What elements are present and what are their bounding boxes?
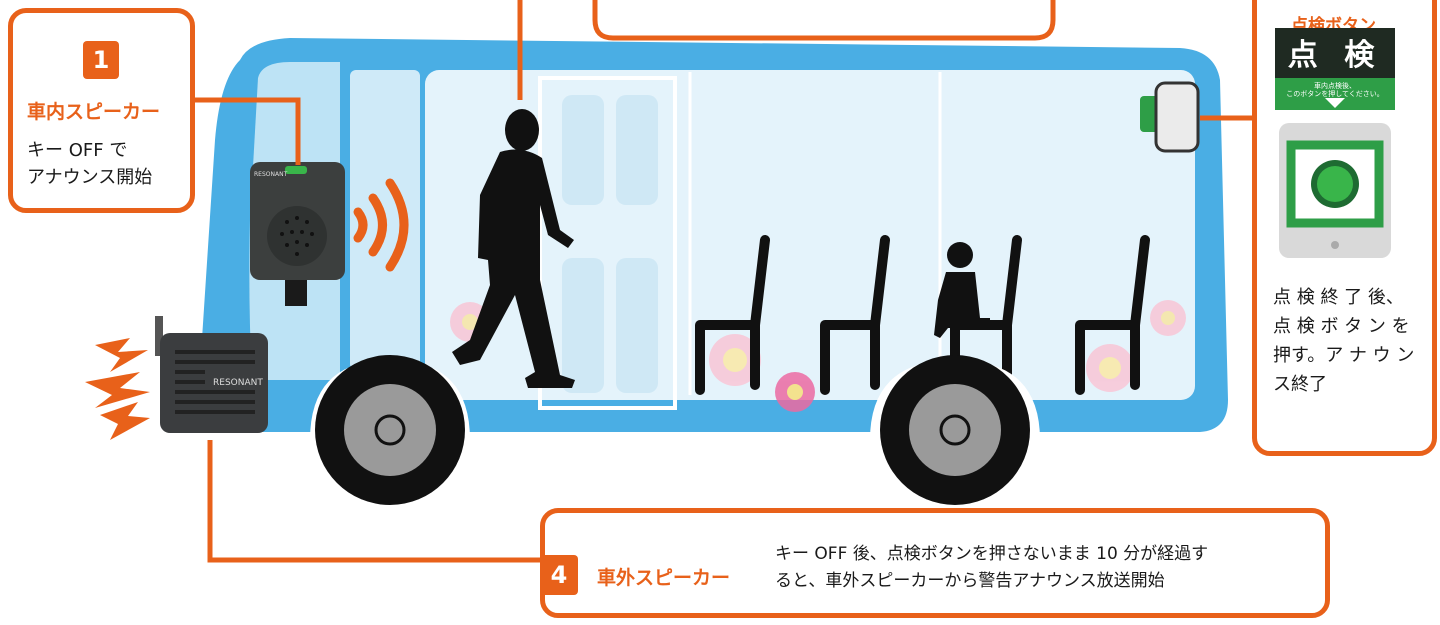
callout-interior-speaker: 1 車内スピーカー キー OFF で アナウンス開始	[8, 8, 195, 213]
inspection-button-device	[1279, 123, 1391, 258]
callout-1-text: キー OFF で アナウンス開始	[27, 140, 153, 188]
callout-button-text: 点 検 終 了 後、 点 検 ボ タ ン を 押す。ア ナ ウ ン ス終了	[1273, 287, 1415, 395]
front-wheel	[315, 355, 465, 505]
child-silhouette-icon	[934, 242, 990, 338]
callout-inspection-button: 点検ボタン 点 検 車内点検後、 このボタンを押してください。 点 検 終 了 …	[1252, 0, 1437, 456]
callout-exterior-speaker: 4 車外スピーカー キー OFF 後、点検ボタンを押さないまま 10 分が経過す…	[540, 508, 1330, 618]
callout-4-text: キー OFF 後、点検ボタンを押さないまま 10 分が経過す ると、車外スピーカ…	[775, 544, 1209, 591]
bus-inspection-button	[1140, 81, 1200, 153]
button-panel-label: 点 検	[1275, 28, 1395, 78]
callout-1-number: 1	[83, 41, 119, 79]
rear-wheel	[880, 355, 1030, 505]
walking-person-icon	[452, 109, 575, 388]
top-callout-box	[592, 0, 1056, 41]
alert-bolts-icon	[85, 338, 150, 440]
exterior-speaker-brand: RESONANT	[213, 378, 263, 388]
callout-1-title: 車内スピーカー	[27, 101, 161, 123]
arrow-down-icon	[1325, 98, 1345, 108]
callout-4-title: 車外スピーカー	[597, 567, 731, 589]
interior-speaker-device	[250, 162, 345, 306]
exterior-speaker-device	[155, 316, 268, 433]
button-panel-instruction: 車内点検後、 このボタンを押してください。	[1275, 78, 1395, 110]
interior-speaker-brand: RESONANT	[254, 171, 288, 178]
callout-4-number: 4	[540, 555, 578, 595]
connector-lines	[190, 0, 1255, 563]
sound-waves-icon	[353, 178, 409, 272]
